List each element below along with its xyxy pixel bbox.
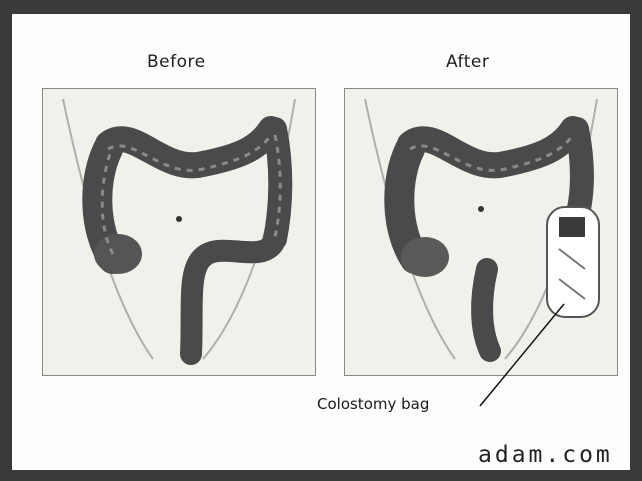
illustration-card: Before After	[12, 14, 630, 470]
after-colon-illustration	[345, 89, 617, 375]
cecum	[401, 237, 449, 277]
before-colon-illustration	[43, 89, 315, 375]
adam-logo: adam.com	[478, 442, 613, 468]
sigmoid-colon	[191, 244, 273, 354]
stoma	[559, 217, 585, 237]
after-label: After	[446, 52, 489, 72]
colostomy-bag-callout: Colostomy bag	[317, 395, 429, 413]
rectal-stump	[482, 269, 490, 351]
after-colon-panel	[344, 88, 618, 376]
before-label: Before	[147, 52, 206, 72]
navel-mark	[176, 216, 182, 222]
navel-mark	[478, 206, 484, 212]
cecum	[94, 234, 142, 274]
before-colon-panel	[42, 88, 316, 376]
